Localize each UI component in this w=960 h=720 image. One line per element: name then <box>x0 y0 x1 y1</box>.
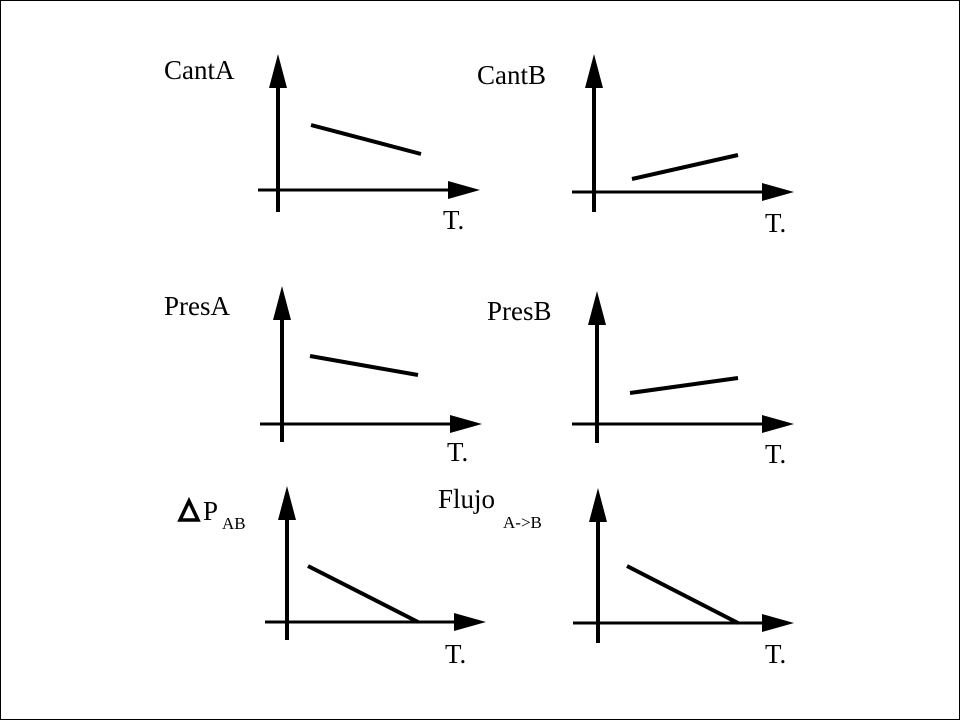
delta-symbol <box>177 496 201 522</box>
y-axis-label: Flujo <box>438 484 495 514</box>
x-axis-arrowhead <box>762 183 794 201</box>
x-axis-label: T. <box>445 639 466 669</box>
x-axis-arrowhead <box>448 181 480 199</box>
x-axis-arrowhead <box>762 415 794 433</box>
trend-line <box>307 564 419 624</box>
plot-cant-b: CantB T. <box>477 54 794 238</box>
y-axis-label: CantB <box>477 60 546 90</box>
trend-line <box>626 564 739 625</box>
x-axis-label: T. <box>447 437 468 467</box>
y-axis-arrowhead <box>589 488 607 522</box>
trend-line <box>309 354 419 377</box>
x-axis-arrowhead <box>454 613 486 631</box>
plot-cant-a: CantA T. <box>164 54 480 235</box>
trend-line <box>631 153 739 181</box>
y-axis-label: CantA <box>164 55 235 85</box>
y-axis-label-p: P <box>203 496 218 526</box>
x-axis-label: T. <box>765 208 786 238</box>
y-axis-label-subscript: A->B <box>503 513 542 532</box>
y-axis-arrowhead <box>585 54 603 88</box>
plot-flujo-a-b: Flujo A->B T. <box>438 484 794 669</box>
plot-delta-p-ab: ΔP P AB T. <box>177 486 486 669</box>
trend-line <box>629 376 739 395</box>
x-axis-label: T. <box>765 639 786 669</box>
y-axis-label: PresB <box>487 296 552 326</box>
y-axis-label: PresA <box>164 291 230 321</box>
x-axis-label: T. <box>765 439 786 469</box>
x-axis-arrowhead <box>450 415 482 433</box>
x-axis-arrowhead <box>762 614 794 632</box>
y-axis-arrowhead <box>278 486 296 520</box>
y-axis-label-subscript: AB <box>222 514 246 533</box>
plot-pres-b: PresB T. <box>487 291 794 469</box>
plot-pres-a: PresA T. <box>164 286 482 467</box>
y-axis-arrowhead <box>269 54 287 88</box>
x-axis-label: T. <box>443 205 464 235</box>
trend-line <box>310 123 422 156</box>
y-axis-arrowhead <box>273 286 291 320</box>
y-axis-arrowhead <box>588 291 606 325</box>
